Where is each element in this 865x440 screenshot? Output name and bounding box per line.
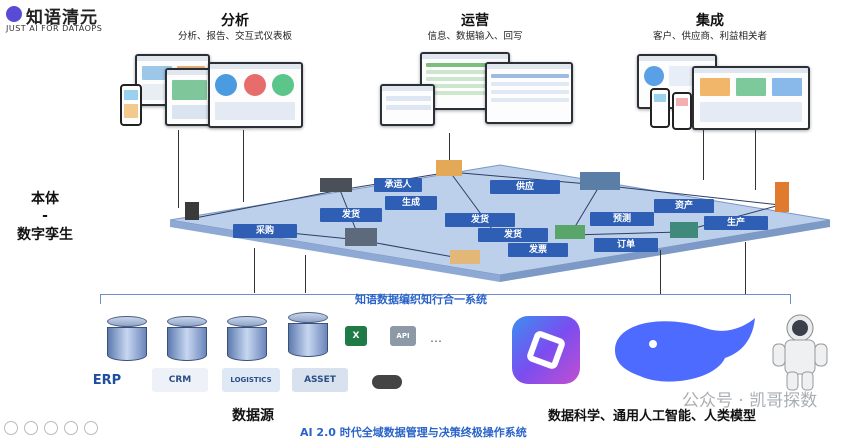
section-operations-title: 运营 (461, 13, 489, 29)
tag-generate: 生成 (385, 196, 437, 210)
prev-button[interactable] (4, 421, 18, 435)
api-icon: API (390, 326, 416, 346)
ontology-label-line3: 数字孪生 (17, 227, 73, 243)
brand-logo-icon (6, 6, 22, 22)
tag-purchase: 采购 (233, 224, 297, 238)
database-icon (288, 312, 328, 357)
whale-eye (649, 340, 657, 348)
data-sources-label: 数据源 (232, 408, 274, 424)
tag-carrier: 承运人 (374, 178, 422, 192)
footer-title: AI 2.0 时代全域数据管理与决策终极操作系统 (300, 426, 527, 439)
more-icon: ⋯ (430, 334, 442, 348)
brand-tagline: JUST AI FOR DATAOPS (6, 24, 103, 33)
section-integration-subtitle: 客户、供应商、利益相关者 (652, 31, 767, 42)
connector-line (703, 130, 704, 180)
connector-line (755, 130, 756, 190)
section-integration-title: 集成 (696, 13, 724, 29)
ai-app-logo-mark (525, 329, 567, 371)
crm-logo: CRM (152, 368, 208, 392)
person-icon (185, 202, 199, 220)
bracket-line (100, 294, 790, 295)
tag-shipping-2: 发货 (445, 213, 515, 227)
connector-line (254, 248, 255, 293)
database-icon (227, 316, 267, 361)
dashboard-screen (208, 62, 303, 128)
connector-cable-icon (372, 375, 402, 389)
platform-edge-right (500, 220, 830, 282)
mobile-screen (120, 84, 142, 126)
connector-line (745, 242, 746, 294)
tag-production: 生产 (704, 216, 768, 230)
analysis-dashboards (120, 52, 320, 132)
connector-line (305, 255, 306, 293)
form-screen (380, 84, 435, 126)
boxes-icon (450, 250, 480, 264)
tag-forecast: 预测 (590, 212, 654, 226)
connector-line (449, 133, 450, 168)
excel-icon: X (345, 326, 367, 346)
cash-icon (555, 225, 585, 239)
tag-invoice: 发票 (508, 243, 568, 257)
portal-screen (692, 66, 810, 130)
machinery-icon (670, 222, 698, 238)
connector-line (178, 130, 179, 208)
asset-logo: ASSET (292, 368, 348, 392)
erp-logo: ERP (92, 373, 122, 388)
integration-screens (632, 52, 812, 132)
whale-body (615, 318, 755, 382)
zoom-button[interactable] (44, 421, 58, 435)
next-button[interactable] (24, 421, 38, 435)
spreadsheet-screen (485, 62, 573, 124)
mobile-screen (650, 88, 670, 128)
logistics-logo: LOGISTICS (222, 368, 280, 392)
tag-supply: 供应 (490, 180, 560, 194)
whale-logo (615, 318, 755, 382)
database-icon (107, 316, 147, 361)
bracket-edge (790, 294, 791, 304)
astronaut-icon (772, 314, 828, 391)
operations-screens (375, 50, 575, 135)
tag-shipping-3: 发货 (478, 228, 548, 242)
truck-icon (320, 178, 352, 192)
tag-order: 订单 (594, 238, 658, 252)
ai-capabilities-label: 数据科学、通用人工智能、人类模型 (548, 409, 757, 424)
tag-asset: 资产 (654, 199, 714, 213)
warehouse-icon (345, 228, 377, 246)
ontology-label: 本体 - 数字孪生 (10, 188, 80, 244)
more-button[interactable] (84, 421, 98, 435)
robot-arm-icon (775, 182, 789, 212)
connector-line (243, 130, 244, 202)
menu-button[interactable] (64, 421, 78, 435)
ontology-label-line2: - (42, 208, 48, 224)
watermark-text: 公众号 · 凯哥探数 (682, 391, 818, 411)
package-icon (436, 160, 462, 176)
section-operations-subtitle: 信息、数据输入、回写 (427, 31, 523, 42)
section-analysis-title: 分析 (221, 13, 249, 29)
factory-icon (580, 172, 620, 190)
connector-line (660, 250, 661, 295)
section-analysis-subtitle: 分析、报告、交互式仪表板 (177, 31, 292, 42)
brand-name: 知语清元 (26, 8, 98, 28)
bracket-edge (100, 294, 101, 304)
system-title: 知语数据编织知行合一系统 (355, 293, 487, 306)
ai-app-logo (512, 316, 580, 384)
database-icon (167, 316, 207, 361)
mobile-screen (672, 92, 692, 130)
ontology-label-line1: 本体 (31, 191, 59, 207)
tag-shipping: 发货 (320, 208, 382, 222)
